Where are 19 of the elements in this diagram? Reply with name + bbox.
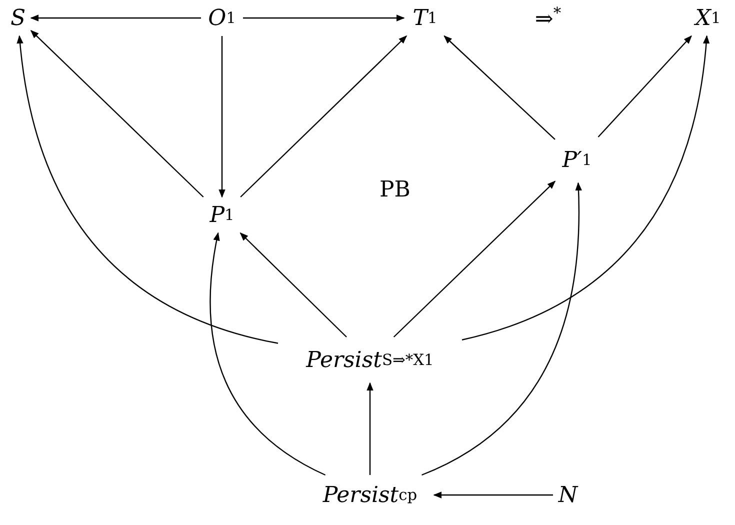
arrow	[30, 30, 204, 198]
arrow	[16, 35, 278, 344]
arrow	[422, 182, 582, 476]
arrow	[444, 35, 556, 140]
math-term: S	[7, 2, 29, 34]
arrow	[218, 36, 226, 198]
arrow	[598, 35, 692, 138]
arrow	[433, 492, 553, 498]
diagram-label: ⇒$^{*}$	[534, 4, 562, 32]
arrow	[462, 35, 710, 340]
math-term: N	[555, 479, 581, 511]
arrow	[240, 232, 347, 338]
diagram-label: PB	[380, 178, 410, 202]
arrow	[243, 14, 405, 22]
arrow	[393, 180, 556, 338]
arrow	[210, 232, 326, 476]
arrow	[30, 14, 201, 22]
arrow	[240, 35, 408, 198]
arrow	[366, 382, 374, 475]
